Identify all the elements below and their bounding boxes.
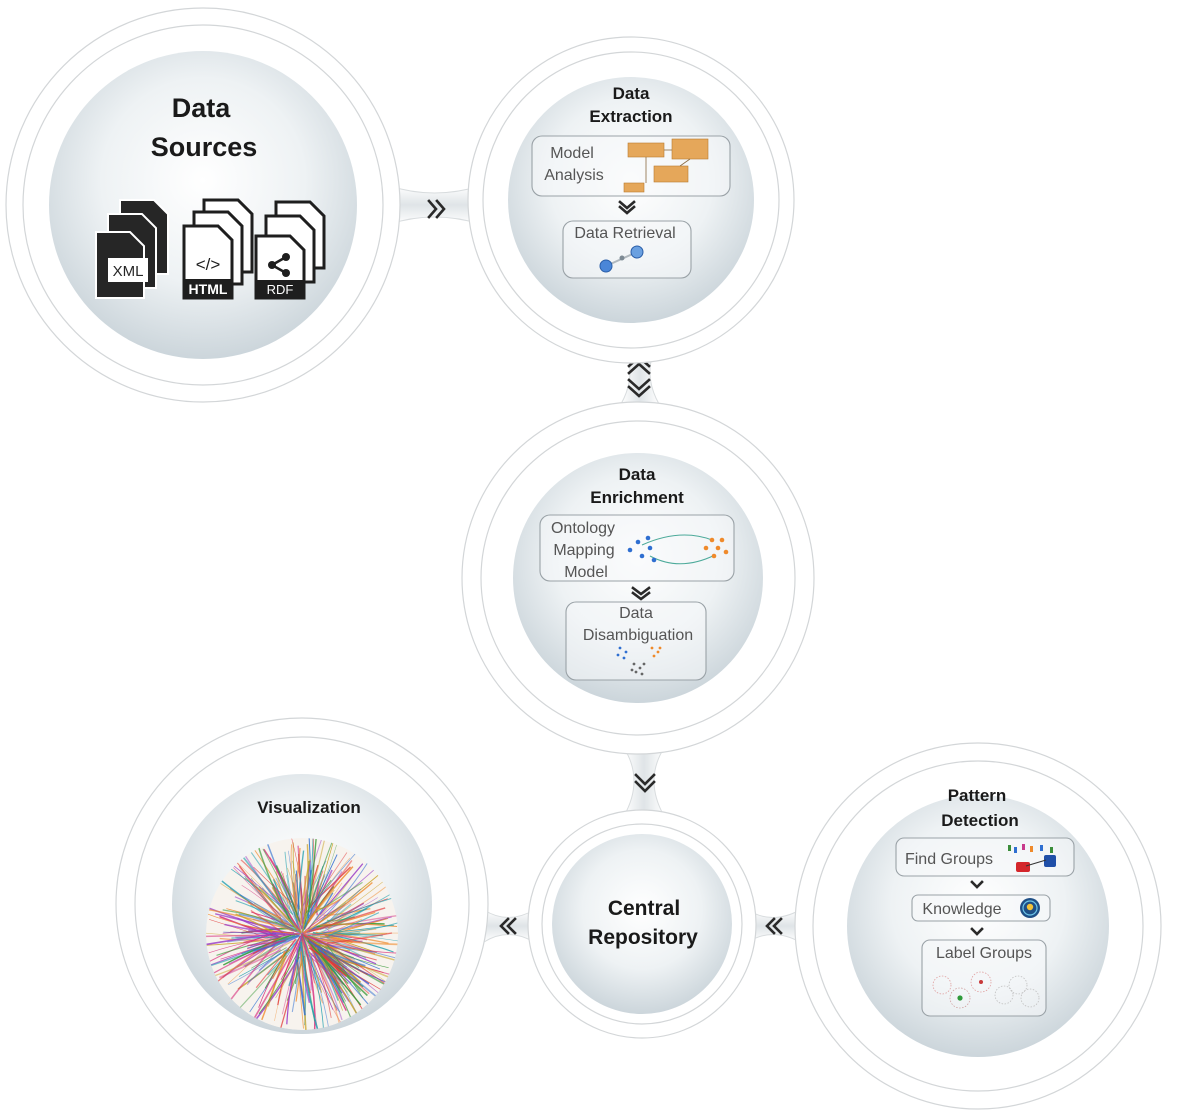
data-extraction-title-line1: Data <box>613 84 650 103</box>
node-pattern-detection: Pattern Detection Find Groups Knowledge <box>795 743 1161 1109</box>
connector-repository-visualization <box>484 910 534 942</box>
pattern-detection-title-line2: Detection <box>941 811 1018 830</box>
pattern-detection-title-line1: Pattern <box>948 786 1007 805</box>
node-data-extraction: Data Extraction Model Analysis Data Retr… <box>468 37 794 363</box>
model-analysis-line1: Model <box>550 145 594 162</box>
ontology-line2: Mapping <box>553 542 614 559</box>
step-ontology-mapping: Ontology Mapping Model <box>540 515 734 581</box>
data-sources-title-line1: Data <box>172 93 232 123</box>
label-groups-label: Label Groups <box>936 945 1032 962</box>
file-stack-icon: </> HTML <box>184 200 252 298</box>
connector-sources-extraction <box>390 186 480 224</box>
data-enrichment-title-line2: Enrichment <box>590 488 684 507</box>
data-extraction-title-line2: Extraction <box>589 107 672 126</box>
step-label-groups: Label Groups <box>922 940 1046 1016</box>
html-code-glyph: </> <box>196 255 221 274</box>
disambiguation-line1: Data <box>619 605 653 622</box>
model-analysis-line2: Analysis <box>544 167 604 184</box>
knowledge-label: Knowledge <box>922 901 1001 918</box>
file-label-html: HTML <box>189 281 228 297</box>
step-data-retrieval: Data Retrieval <box>563 221 691 278</box>
node-central-repository: Central Repository <box>528 810 756 1038</box>
disambiguation-line2: Disambiguation <box>583 627 693 644</box>
node-data-enrichment: Data Enrichment Ontology Mapping Model <box>462 402 814 754</box>
data-sources-title-line2: Sources <box>151 132 258 162</box>
step-model-analysis: Model Analysis <box>532 136 730 196</box>
find-groups-label: Find Groups <box>905 851 993 868</box>
visualization-title: Visualization <box>257 798 361 817</box>
ontology-line3: Model <box>564 564 608 581</box>
step-data-disambiguation: Data Disambiguation <box>566 602 706 680</box>
file-label-xml: XML <box>113 263 144 280</box>
step-knowledge: Knowledge <box>912 895 1050 921</box>
data-enrichment-title-line1: Data <box>619 465 656 484</box>
file-label-rdf: RDF <box>267 282 294 297</box>
connector-enrichment-repository <box>624 748 664 816</box>
node-visualization: Visualization <box>116 718 488 1090</box>
central-repository-title-line2: Repository <box>588 926 698 949</box>
step-find-groups: Find Groups <box>896 838 1074 876</box>
ontology-line1: Ontology <box>551 520 615 537</box>
data-retrieval-label: Data Retrieval <box>574 225 675 242</box>
knowledge-icon <box>1020 898 1040 918</box>
node-data-sources: Data Sources XML </> HTML <box>6 8 400 402</box>
central-repository-title-line1: Central <box>608 897 680 920</box>
